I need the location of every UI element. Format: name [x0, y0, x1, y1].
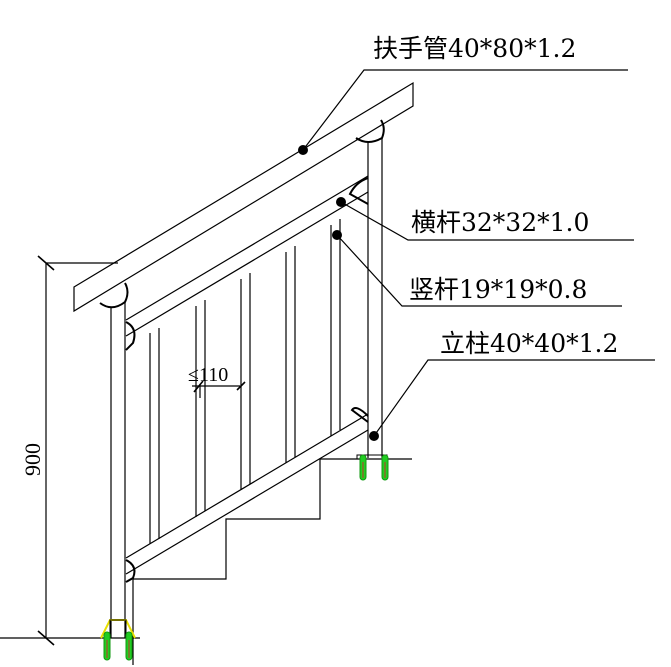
anchor-bolts — [103, 454, 389, 661]
spacing-dimension-label: ≤110 — [188, 364, 228, 386]
spacing-dimension — [192, 380, 246, 398]
baluster-label: 竖杆19*19*0.8 — [409, 275, 587, 304]
stair-profile — [132, 458, 412, 665]
post-label: 立柱40*40*1.2 — [440, 329, 618, 358]
handrail-label: 扶手管40*80*1.2 — [373, 34, 576, 63]
leader-lines — [302, 69, 655, 437]
right-post — [367, 138, 383, 458]
balusters — [149, 219, 341, 544]
left-post — [110, 302, 126, 638]
lower-horizontal-rail — [125, 413, 369, 575]
upper-horizontal-rail — [125, 175, 369, 337]
connector-brackets — [99, 119, 385, 583]
anchor-bolt-cores — [106, 462, 386, 658]
leader-dots — [298, 145, 379, 441]
height-dimension-label: 900 — [20, 443, 45, 476]
base-plates — [100, 454, 388, 639]
handrail — [73, 81, 414, 313]
horizontal-rail-label: 横杆32*32*1.0 — [411, 208, 589, 237]
